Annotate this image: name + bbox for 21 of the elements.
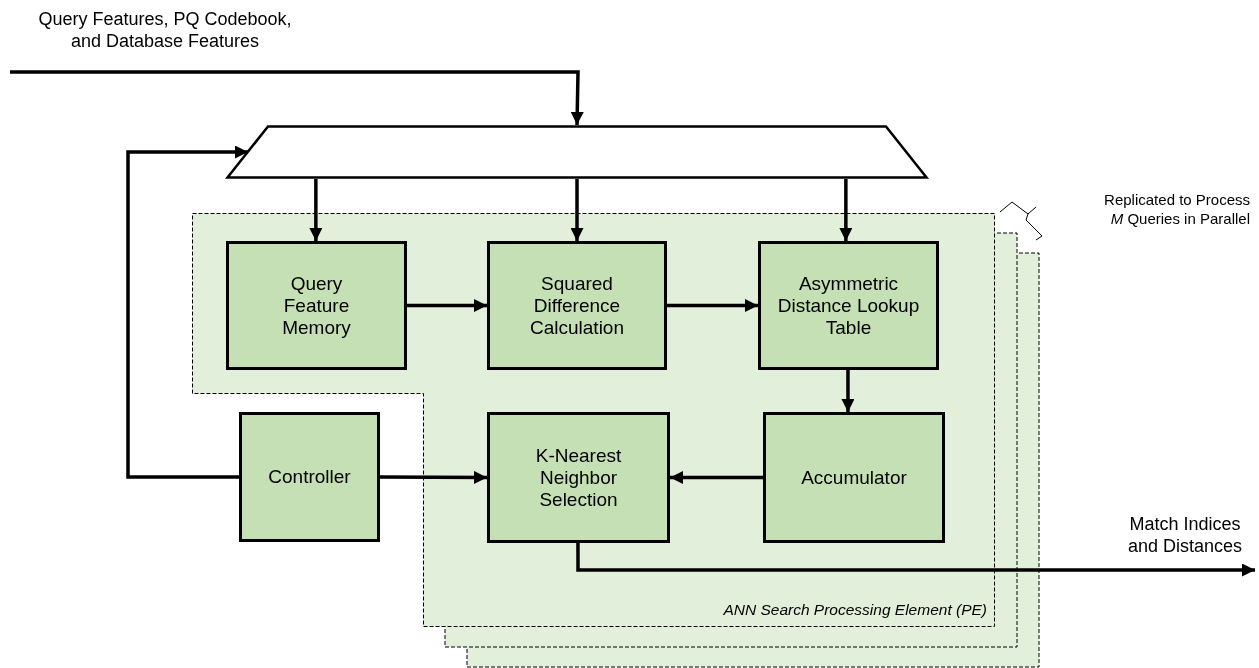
arrow [309, 179, 323, 241]
arrow [576, 543, 1255, 577]
arrow [126, 145, 248, 479]
arrow [380, 470, 487, 484]
arrow [10, 70, 584, 126]
arrow [407, 299, 487, 312]
arrow [839, 179, 853, 241]
note-text: Replicated to Process M Queries in Parallel [1103, 190, 1250, 228]
process-block: Controller [239, 412, 380, 542]
panel-title: ANN Search Processing Element (PE) [723, 601, 987, 619]
process-block: Asymmetric Distance Lookup Table [758, 241, 939, 370]
multiplexer-trapezoid [226, 125, 928, 179]
arrow [841, 370, 855, 412]
processing-element-panel [192, 213, 995, 627]
arrow [570, 179, 584, 241]
arrow [667, 299, 758, 312]
process-block: Accumulator [763, 412, 945, 543]
arrow [670, 471, 763, 484]
process-block: Squared Difference Calculation [487, 241, 667, 370]
process-block: K-Nearest Neighbor Selection [487, 412, 670, 543]
process-block: Query Feature Memory [226, 241, 407, 370]
